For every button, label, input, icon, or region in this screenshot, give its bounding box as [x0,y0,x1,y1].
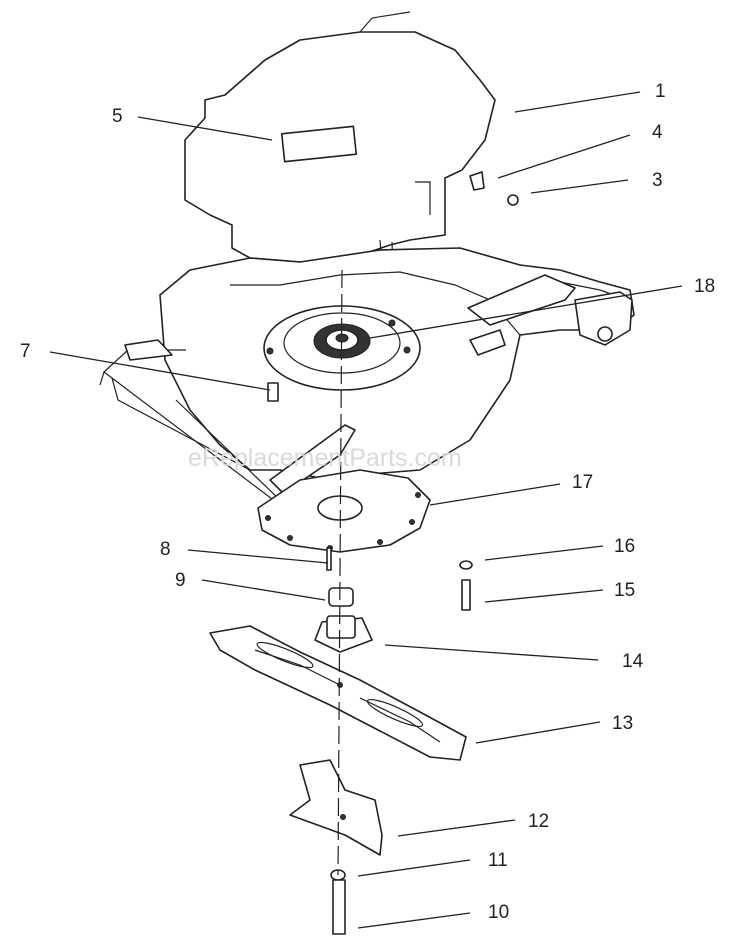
assembly-axis [337,269,343,876]
callout-3: 3 [652,170,663,191]
callout-1: 1 [655,81,666,102]
key-8 [326,547,332,571]
bolt-15 [461,579,471,611]
bolt-7 [267,382,279,402]
callout-4: 4 [652,122,663,143]
callout-10: 10 [488,902,509,923]
blade [209,625,467,761]
clip [469,171,485,191]
callout-5: 5 [112,106,123,127]
callout-13: 13 [612,713,633,734]
blade-adapter [314,615,373,653]
hardware [267,171,519,935]
callout-8: 8 [160,539,171,560]
callout-15: 15 [614,580,635,601]
cover-plate [257,469,431,553]
decal [280,125,358,163]
callout-17: 17 [572,472,593,493]
screw-3 [507,194,519,206]
callout-16: 16 [614,536,635,557]
callout-7: 7 [20,341,31,362]
callout-11: 11 [488,850,508,871]
callout-9: 9 [175,570,186,591]
bushing-9 [328,587,354,607]
callout-14: 14 [622,651,644,672]
engine [184,11,496,269]
bolt-10 [332,879,346,935]
callout-labels: 1 5 4 3 18 7 17 8 16 9 15 14 13 12 11 10 [20,81,715,923]
callout-12: 12 [528,811,549,832]
watermark: eReplacementParts.com [188,444,462,472]
callout-18: 18 [694,276,715,297]
washer-16 [459,560,473,570]
leader-lines [49,91,683,929]
mulch-baffle [289,759,383,856]
